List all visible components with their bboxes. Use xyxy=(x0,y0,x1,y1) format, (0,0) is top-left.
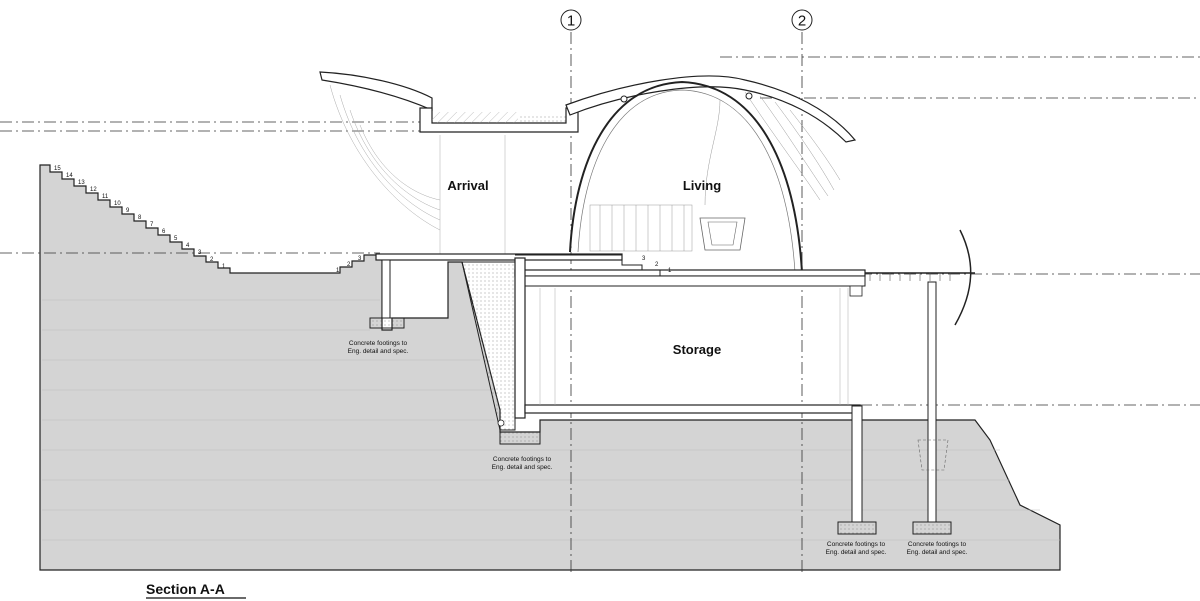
roof-pipe xyxy=(745,92,753,100)
entry-step-numbers: 1 2 3 xyxy=(336,256,362,274)
footing-note-4: Concrete footings to Eng. detail and spe… xyxy=(907,541,968,556)
roof-left-shell xyxy=(319,71,433,111)
stair-number-9: 9 xyxy=(126,208,130,214)
footing-storage xyxy=(837,405,877,535)
ground-mass xyxy=(39,164,1061,571)
arrival-volume xyxy=(329,84,506,255)
drain-pipe xyxy=(497,419,505,427)
room-label-storage: Storage xyxy=(673,342,721,357)
green-roof-planter xyxy=(419,107,579,133)
stair-number-13: 13 xyxy=(78,180,85,186)
roof-right-shell xyxy=(565,75,857,143)
stair-number-2: 2 xyxy=(210,257,214,263)
footing-note-2: Concrete footings to Eng. detail and spe… xyxy=(492,456,553,471)
room-label-arrival: Arrival xyxy=(447,178,488,193)
grid-marker-1-label: 1 xyxy=(567,13,575,30)
stair-number-8: 8 xyxy=(138,215,142,221)
svg-text:Concrete footings to: Concrete footings to xyxy=(827,541,886,548)
stair-number-6: 6 xyxy=(162,229,166,235)
svg-text:Concrete footings to: Concrete footings to xyxy=(908,541,967,548)
retaining-wall-drainage xyxy=(461,261,516,431)
svg-text:Eng. detail and spec.: Eng. detail and spec. xyxy=(492,464,553,471)
living-arch-inner xyxy=(577,89,796,273)
stair-number-11: 11 xyxy=(102,194,109,200)
stair-number-4: 4 xyxy=(186,243,190,249)
living-step-number-2: 2 xyxy=(655,262,659,268)
stair-number-10: 10 xyxy=(114,201,121,207)
stair-number-14: 14 xyxy=(66,173,73,179)
stair-number-12: 12 xyxy=(90,187,97,193)
svg-text:Eng. detail and spec.: Eng. detail and spec. xyxy=(907,549,968,556)
grid-marker-2-label: 2 xyxy=(798,13,806,30)
svg-text:Concrete footings to: Concrete footings to xyxy=(349,340,408,347)
living-step-number-3: 3 xyxy=(642,256,646,262)
stair-number-5: 5 xyxy=(174,236,178,242)
living-step-numbers: 1 2 3 xyxy=(642,256,672,274)
stair-number-1: 1 xyxy=(222,264,226,270)
living-step-number-1: 1 xyxy=(668,268,672,274)
entry-step-number-2: 2 xyxy=(347,262,351,268)
entry-step-number-1: 1 xyxy=(336,268,340,274)
entry-step-number-3: 3 xyxy=(358,256,362,262)
footing-arrival xyxy=(369,259,405,329)
grid-line-2: 2 xyxy=(791,9,813,575)
roof-pipe xyxy=(620,95,628,103)
floor-slab-upper xyxy=(375,253,866,287)
svg-text:Eng. detail and spec.: Eng. detail and spec. xyxy=(348,348,409,355)
roof-fins xyxy=(744,91,841,201)
footing-retaining xyxy=(499,431,541,445)
stair-numbers: 15 14 13 12 11 10 9 8 7 6 5 4 3 2 1 xyxy=(54,166,226,270)
room-label-living: Living xyxy=(683,178,721,193)
ground-strata xyxy=(42,299,1060,541)
svg-text:Concrete footings to: Concrete footings to xyxy=(493,456,552,463)
stair-number-7: 7 xyxy=(150,222,154,228)
stair-number-15: 15 xyxy=(54,166,61,172)
living-interior xyxy=(589,99,746,252)
living-arch xyxy=(569,80,803,273)
drawing-title: Section A-A xyxy=(146,581,225,597)
deck-balcony xyxy=(849,229,975,326)
level-lines xyxy=(0,56,1200,406)
footing-note-3: Concrete footings to Eng. detail and spe… xyxy=(826,541,887,556)
footing-note-1: Concrete footings to Eng. detail and spe… xyxy=(348,340,409,355)
stair-number-3: 3 xyxy=(198,250,202,256)
footing-deck xyxy=(912,281,952,535)
svg-text:Eng. detail and spec.: Eng. detail and spec. xyxy=(826,549,887,556)
